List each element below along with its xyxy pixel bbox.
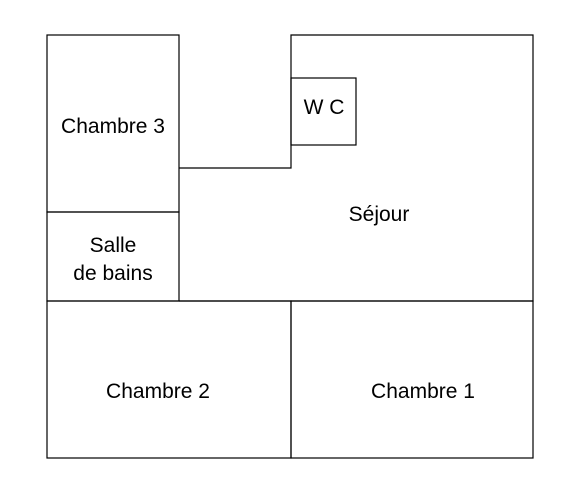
wc-walls (290, 77, 357, 146)
chambre-1-walls (290, 300, 534, 459)
room-label-chambre-1: Chambre 1 (371, 380, 475, 403)
room-label-salle-de-bains-line-2: de bains (73, 262, 152, 285)
room-label-salle-de-bains-line-1: Salle (90, 234, 137, 257)
room-label-chambre-3: Chambre 3 (61, 115, 165, 138)
room-label-chambre-2: Chambre 2 (106, 380, 210, 403)
sejour-walls (179, 34, 534, 302)
room-label-wc: W C (304, 96, 345, 119)
room-label-sejour: Séjour (349, 203, 410, 226)
